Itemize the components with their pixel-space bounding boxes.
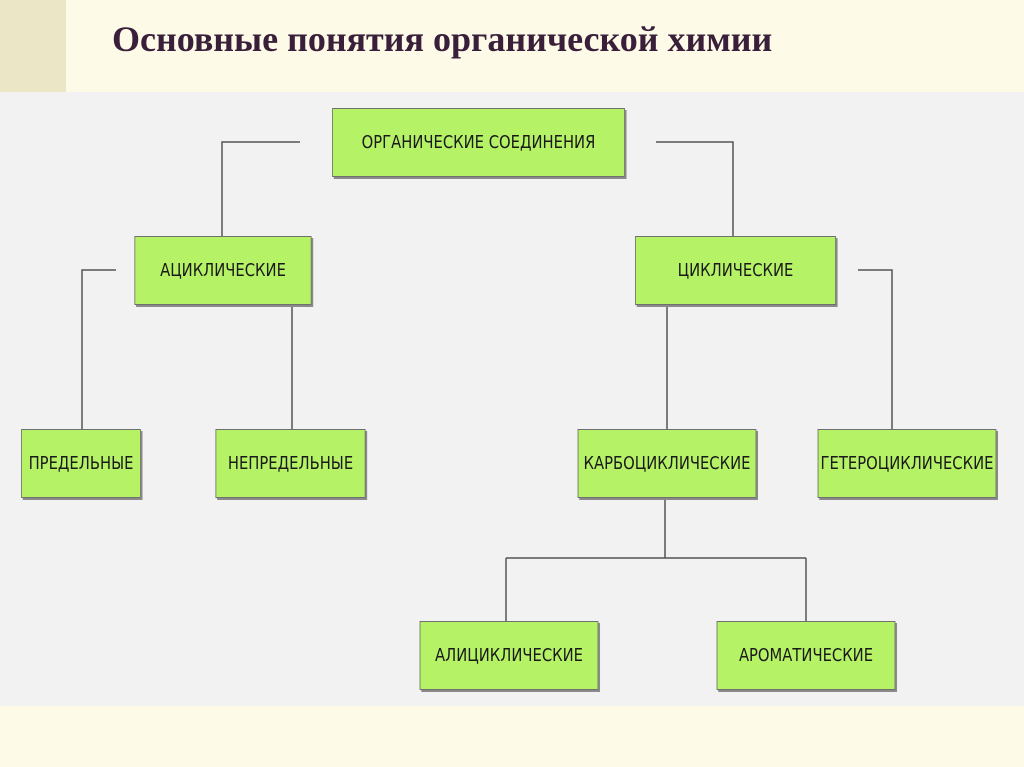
node-acyclic: АЦИКЛИЧЕСКИЕ: [134, 236, 312, 305]
node-aromatic-label: АРОМАТИЧЕСКИЕ: [738, 645, 874, 666]
node-saturated: ПРЕДЕЛЬНЫЕ: [21, 429, 141, 498]
node-carbocyclic-label: КАРБОЦИКЛИЧЕСКИЕ: [583, 453, 751, 474]
slide-title: Основные понятия органической химии: [112, 19, 773, 59]
node-carbocyclic: КАРБОЦИКЛИЧЕСКИЕ: [577, 429, 757, 498]
node-acyclic-label: АЦИКЛИЧЕСКИЕ: [160, 260, 286, 281]
node-organic-compounds-label: ОРГАНИЧЕСКИЕ СОЕДИНЕНИЯ: [361, 132, 596, 153]
node-organic-compounds: ОРГАНИЧЕСКИЕ СОЕДИНЕНИЯ: [332, 108, 625, 177]
node-saturated-label: ПРЕДЕЛЬНЫЕ: [28, 453, 134, 474]
node-alicyclic-label: АЛИЦИКЛИЧЕСКИЕ: [435, 645, 583, 666]
node-cyclic: ЦИКЛИЧЕСКИЕ: [635, 236, 836, 305]
node-alicyclic: АЛИЦИКЛИЧЕСКИЕ: [419, 621, 599, 690]
connector-acyclic-saturated: [81, 269, 116, 430]
connector-cyclic-heterocyclic: [858, 269, 893, 430]
node-cyclic-label: ЦИКЛИЧЕСКИЕ: [677, 260, 794, 281]
connector-root-acyclic: [221, 141, 300, 237]
diagram-panel: [0, 92, 1024, 706]
node-aromatic: АРОМАТИЧЕСКИЕ: [716, 621, 896, 690]
corner-accent: [0, 0, 66, 92]
node-unsaturated: НЕПРЕДЕЛЬНЫЕ: [215, 429, 366, 498]
node-heterocyclic-label: ГЕТЕРОЦИКЛИЧЕСКИЕ: [820, 453, 994, 474]
connector-root-cyclic: [656, 141, 734, 237]
node-unsaturated-label: НЕПРЕДЕЛЬНЫЕ: [227, 453, 354, 474]
node-heterocyclic: ГЕТЕРОЦИКЛИЧЕСКИЕ: [817, 429, 997, 498]
